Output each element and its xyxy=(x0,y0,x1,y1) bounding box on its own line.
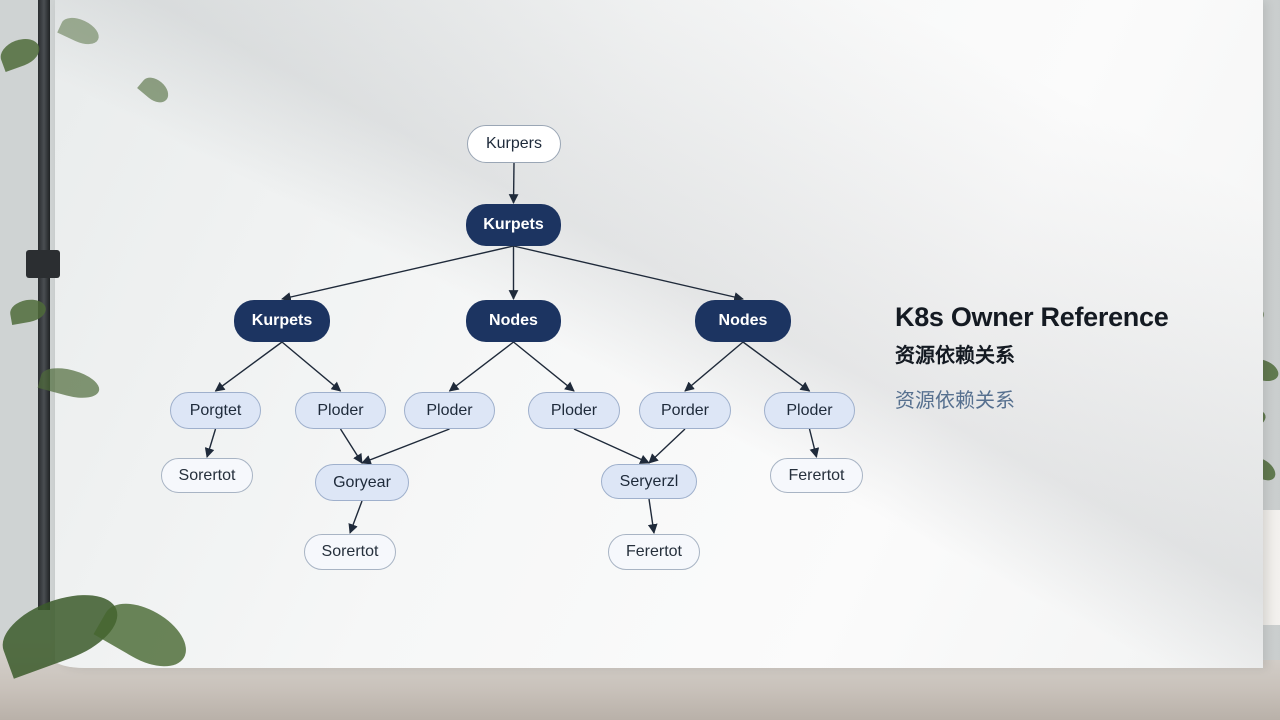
diagram-subtitle-secondary: 资源依赖关系 xyxy=(895,390,1015,412)
node-l6: Ploder xyxy=(764,392,855,429)
edge-right_branch-to-l6 xyxy=(742,341,811,392)
diagram-title: K8s Owner Reference xyxy=(895,302,1169,332)
node-top: Kurpets xyxy=(466,204,561,246)
node-s3: Seryerzl xyxy=(601,464,697,499)
node-l1: Porgtet xyxy=(170,392,261,429)
edge-top-to-left_branch xyxy=(281,245,514,302)
node-b2: Ferertot xyxy=(608,534,700,570)
edge-mid_branch-to-l3 xyxy=(448,341,514,392)
diagram-subtitle: 资源依赖关系 xyxy=(895,345,1015,367)
edge-l1-to-s1 xyxy=(204,428,217,458)
edge-root-to-top xyxy=(508,162,519,204)
node-s2: Goryear xyxy=(315,464,409,501)
edge-l2-to-s2 xyxy=(339,428,363,464)
edge-l4-to-s3 xyxy=(573,428,650,464)
title-block: K8s Owner Reference 资源依赖关系 资源依赖关系 xyxy=(895,302,1169,413)
edge-s2-to-b1 xyxy=(348,500,363,534)
edge-left_branch-to-l2 xyxy=(281,341,342,392)
node-b1: Sorertot xyxy=(304,534,396,570)
node-left-branch: Kurpets xyxy=(234,300,330,342)
stand-clamp xyxy=(26,250,60,278)
edge-right_branch-to-l5 xyxy=(684,341,744,392)
node-s1: Sorertot xyxy=(161,458,253,493)
node-right-branch: Nodes xyxy=(695,300,791,342)
edge-top-to-right_branch xyxy=(513,245,744,302)
edge-left_branch-to-l1 xyxy=(214,341,283,392)
edge-l6-to-s4 xyxy=(808,428,820,458)
edge-l3-to-s2 xyxy=(361,428,450,465)
node-root: Kurpers xyxy=(467,125,561,163)
node-l4: Ploder xyxy=(528,392,620,429)
node-s4: Ferertot xyxy=(770,458,863,493)
edge-l5-to-s3 xyxy=(648,428,686,464)
node-mid-branch: Nodes xyxy=(466,300,561,342)
edge-mid_branch-to-l4 xyxy=(513,341,575,392)
node-l2: Ploder xyxy=(295,392,386,429)
edge-s3-to-b2 xyxy=(647,498,658,534)
node-l3: Ploder xyxy=(404,392,495,429)
node-l5: Porder xyxy=(639,392,731,429)
